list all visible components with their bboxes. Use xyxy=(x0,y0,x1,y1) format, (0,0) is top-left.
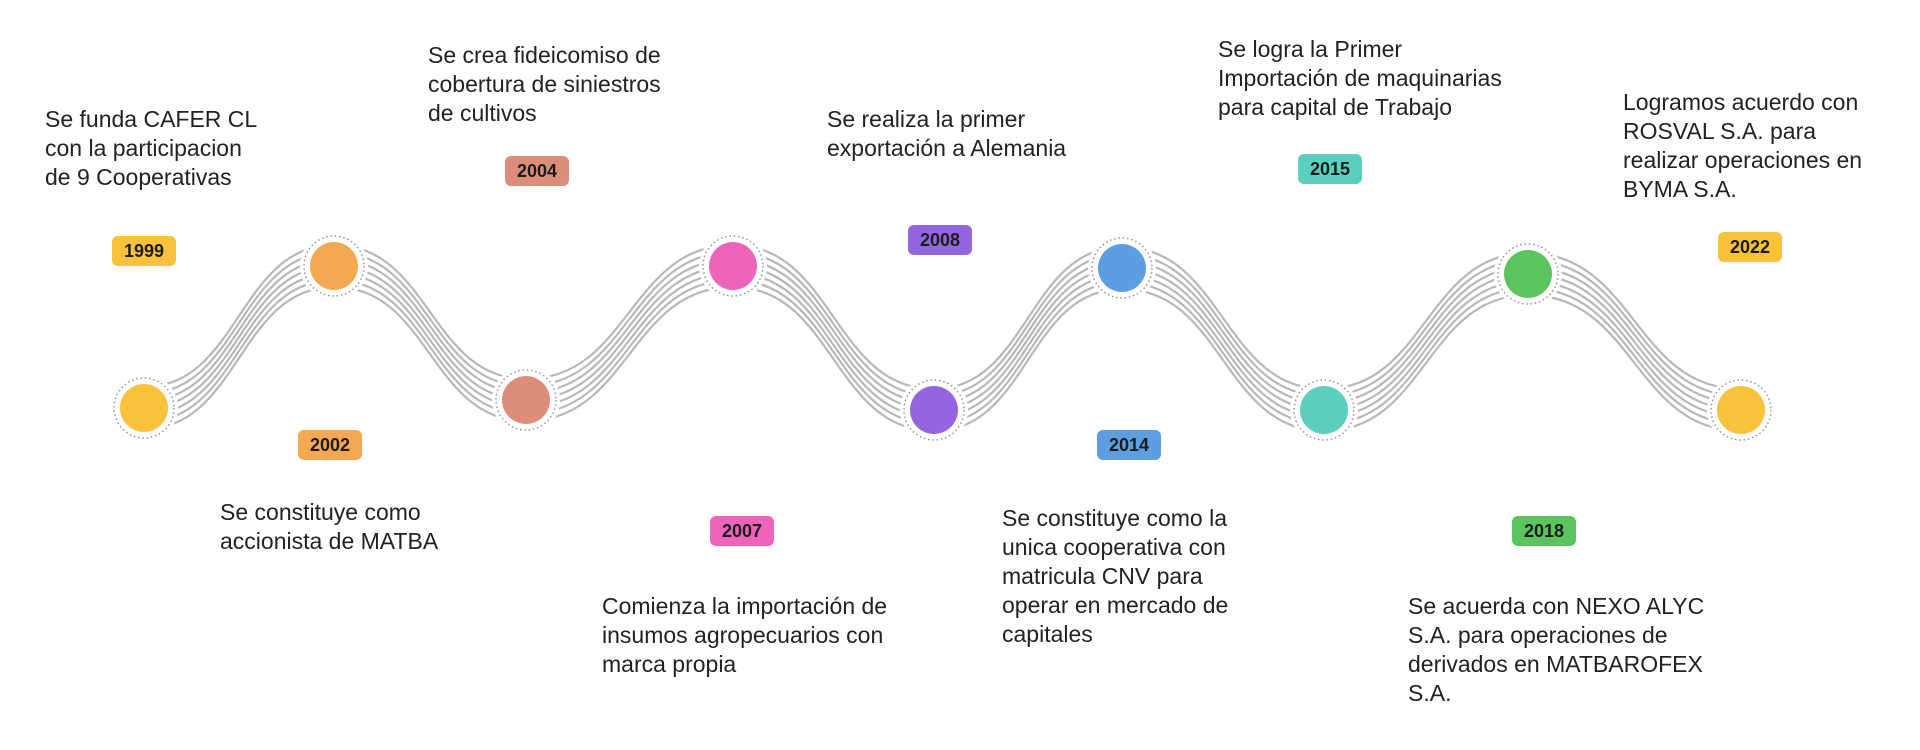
wave-strand xyxy=(1121,273,1325,419)
wave-strand xyxy=(525,271,734,409)
wave-strand xyxy=(1323,251,1529,391)
wave-strand xyxy=(143,264,335,410)
node-dot xyxy=(910,386,958,434)
milestone-nodes xyxy=(110,232,1775,444)
node-dot xyxy=(310,242,358,290)
wave-strand xyxy=(732,250,935,398)
wave-strand xyxy=(1323,293,1529,433)
event-text-2014: Se constituye como la unica cooperativa … xyxy=(1002,505,1229,647)
node-dot xyxy=(1300,386,1348,434)
wave-strand xyxy=(732,285,935,433)
event-text-2002: Se constituye como accionista de MATBA xyxy=(220,499,439,554)
wave-strand xyxy=(333,264,527,402)
milestone-node-2007 xyxy=(699,232,767,300)
wave-strand xyxy=(732,243,935,391)
milestone-node-2018 xyxy=(1494,240,1562,308)
wave-strand xyxy=(525,264,734,402)
milestone-node-2015 xyxy=(1290,376,1358,444)
year-badge-2018: 2018 xyxy=(1512,516,1576,546)
wave-strand xyxy=(933,245,1123,391)
wave-strand xyxy=(1121,287,1325,433)
wave-strand xyxy=(143,243,335,389)
year-badge-2022: 2022 xyxy=(1718,232,1782,262)
wave-strand xyxy=(732,271,935,419)
wave-strand xyxy=(732,257,935,405)
event-text-2004: Se crea fideicomiso de cobertura de sini… xyxy=(428,42,661,126)
year-badge-2007: 2007 xyxy=(710,516,774,546)
node-dot xyxy=(709,242,757,290)
wave-strand xyxy=(732,264,935,412)
wave-strand xyxy=(525,278,734,416)
event-text-2008: Se realiza la primer exportación a Alema… xyxy=(827,106,1067,161)
event-text-2007: Comienza la importación de insumos agrop… xyxy=(602,593,888,677)
wave-strand xyxy=(1527,272,1742,412)
wave-strand xyxy=(143,285,335,431)
wave-strand xyxy=(525,243,734,381)
event-text-2018: Se acuerda con NEXO ALYC S.A. para opera… xyxy=(1408,593,1705,706)
wave-strand xyxy=(525,257,734,395)
wave-strand xyxy=(333,285,527,423)
wave-strand xyxy=(525,285,734,423)
wave-strand xyxy=(1323,265,1529,405)
year-badge-2004: 2004 xyxy=(505,156,569,186)
wave-strand xyxy=(1121,252,1325,398)
year-badge-2002: 2002 xyxy=(298,430,362,460)
node-dot xyxy=(120,384,168,432)
node-dot xyxy=(502,376,550,424)
wave-strand xyxy=(1121,245,1325,391)
milestone-node-2002 xyxy=(300,232,368,300)
wave-strand xyxy=(1121,280,1325,426)
node-dot xyxy=(1098,244,1146,292)
event-text-2015: Se logra la Primer Importación de maquin… xyxy=(1218,36,1502,120)
milestone-node-2014 xyxy=(1088,234,1156,302)
wave-strand xyxy=(1527,258,1742,398)
event-text-2022: Logramos acuerdo con ROSVAL S.A. para re… xyxy=(1623,89,1863,202)
wave-strand xyxy=(333,250,527,388)
wave-strand xyxy=(333,243,527,381)
wave-strand xyxy=(1323,279,1529,419)
wave-strand xyxy=(1527,293,1742,433)
year-badge-2014: 2014 xyxy=(1097,430,1161,460)
milestone-node-2022 xyxy=(1707,376,1775,444)
wave-strand xyxy=(933,266,1123,412)
wave-strand xyxy=(1527,286,1742,426)
wave-strand xyxy=(1527,279,1742,419)
wave-strand xyxy=(1121,266,1325,412)
wave-strand xyxy=(1121,259,1325,405)
wave-strand xyxy=(1323,286,1529,426)
year-badge-2008: 2008 xyxy=(908,225,972,255)
wave-strand xyxy=(1527,251,1742,391)
node-dot xyxy=(1717,386,1765,434)
year-badge-1999: 1999 xyxy=(112,236,176,266)
wave-strand xyxy=(1323,258,1529,398)
wave-strand xyxy=(1527,265,1742,405)
wave-strand xyxy=(333,278,527,416)
milestone-node-1999 xyxy=(110,374,178,442)
wave-strand xyxy=(525,250,734,388)
event-text-1999: Se funda CAFER CL con la participacion d… xyxy=(45,106,258,190)
wave-strand xyxy=(1323,272,1529,412)
milestone-node-2004 xyxy=(492,366,560,434)
wave-strand xyxy=(933,287,1123,433)
node-dot xyxy=(1504,250,1552,298)
milestone-node-2008 xyxy=(900,376,968,444)
year-badge-2015: 2015 xyxy=(1298,154,1362,184)
wave-strand xyxy=(732,278,935,426)
